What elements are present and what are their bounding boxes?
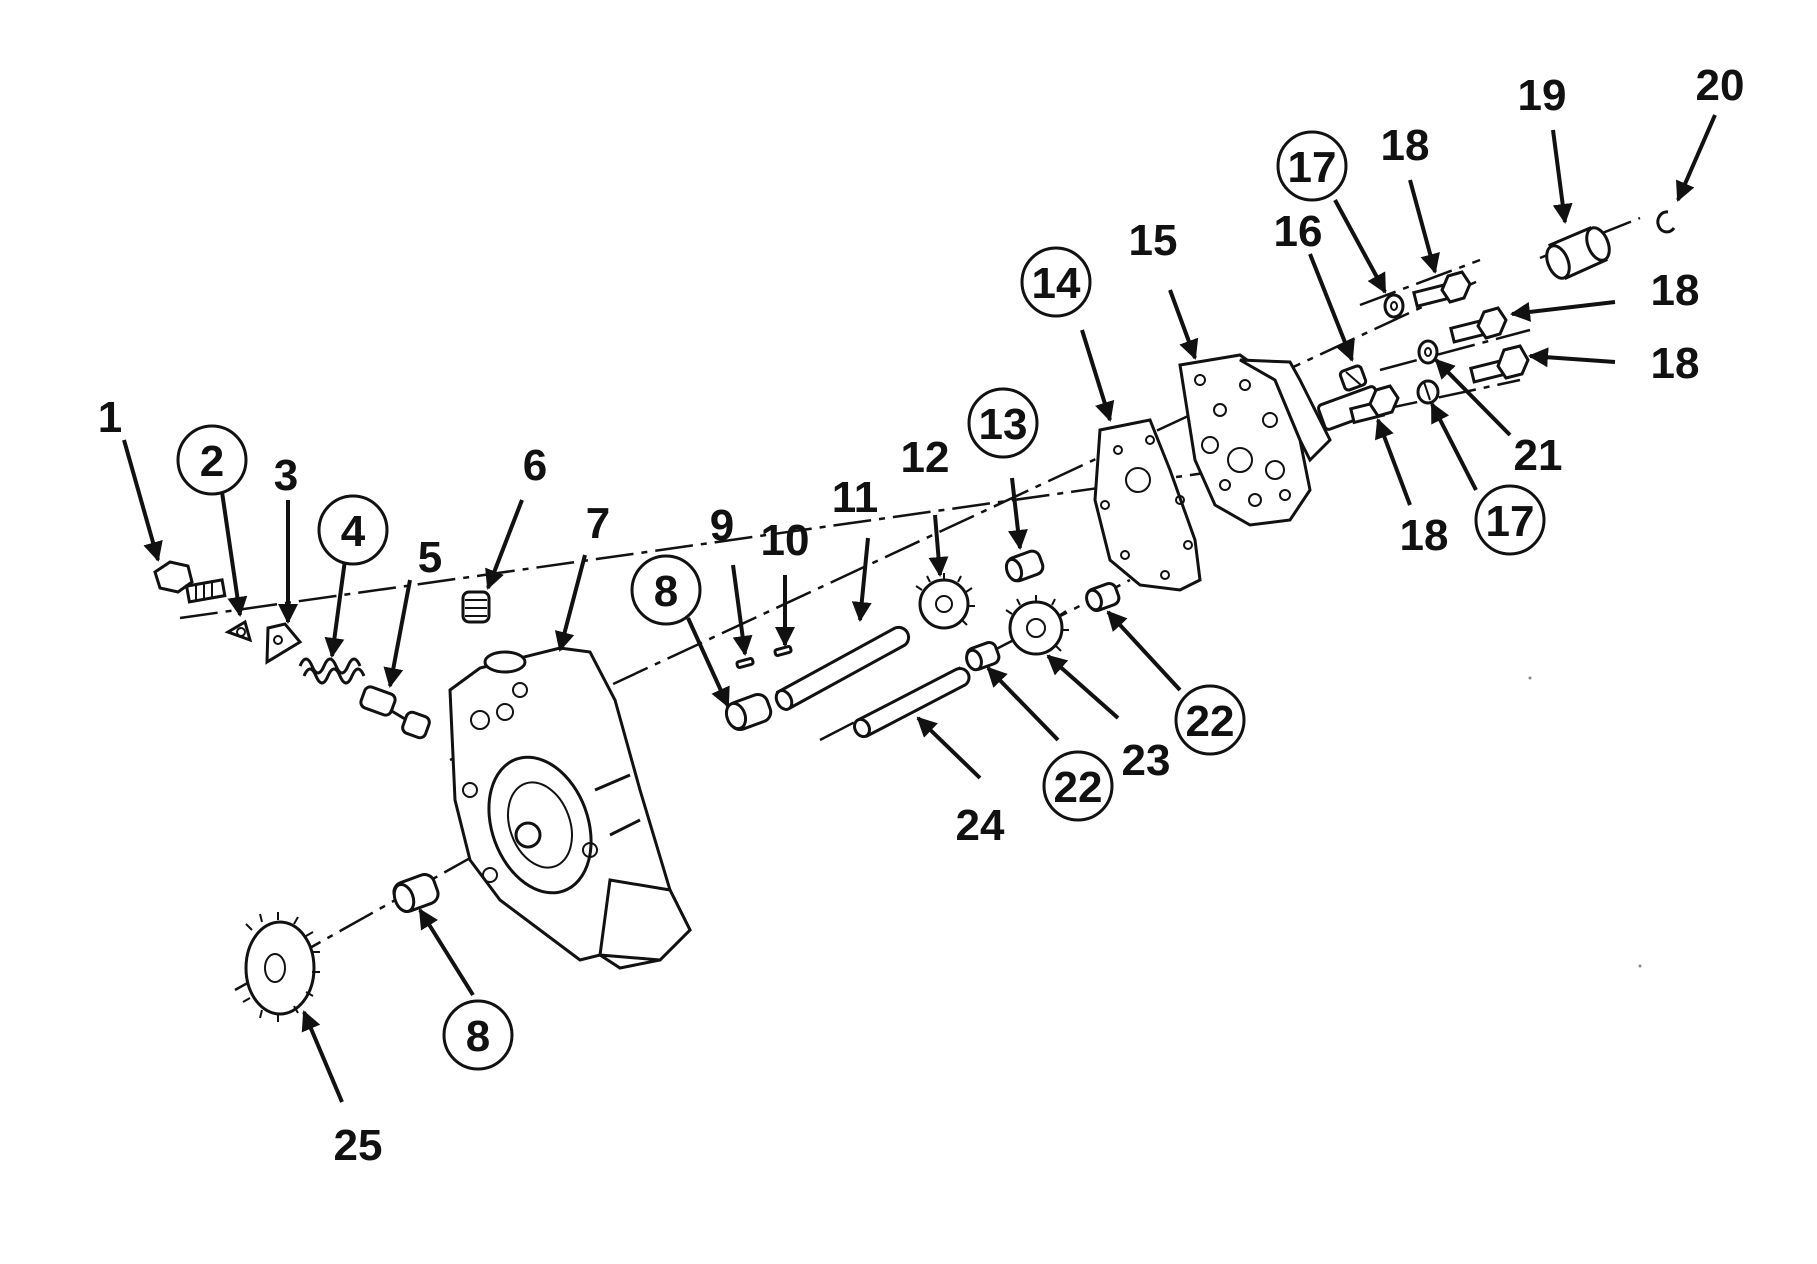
callout-13-ring [967,387,1039,459]
callout-8-ring [630,554,702,626]
callout-22-lower: 22 [1054,763,1103,812]
callout-21: 21 [1514,431,1563,480]
callout-4: 4 [341,507,366,556]
callout-4-ring [317,494,389,566]
callout-18-right-lower: 18 [1651,339,1700,388]
part-14-gasket [1093,418,1202,592]
part-21-washer [1417,339,1439,365]
callout-19: 19 [1518,71,1567,120]
part-18-bolt-lower [1348,384,1400,425]
callout-9: 9 [710,501,734,550]
callout-17-top: 17 [1288,143,1337,192]
callout-1: 1 [98,393,122,442]
part-2-washer [224,619,253,643]
callout-20: 20 [1696,61,1745,110]
part-10-key [773,644,793,658]
callout-17-ring-lower [1474,484,1546,556]
callout-15: 15 [1129,216,1178,265]
callout-18-top: 18 [1381,121,1430,170]
part-23-gear [1005,595,1069,656]
part-6-plug [461,590,491,624]
callout-10: 10 [761,516,810,565]
part-9-key [735,656,755,670]
part-18-bolt-right-upper [1448,306,1508,344]
callout-22-ring-right [1174,684,1246,756]
callout-12: 12 [901,433,950,482]
callout-16: 16 [1274,207,1323,256]
callout-8-lower: 8 [466,1012,490,1061]
callout-2: 2 [200,437,224,486]
part-16-fitting [1338,364,1368,392]
leader-lines [122,114,1717,1103]
part-12-gear [915,573,975,630]
part-8-bushing-upper [724,692,773,732]
part-24-shaft [853,667,971,739]
callout-6: 6 [523,441,547,490]
part-11-shaft [774,625,911,711]
part-8-bushing-lower [392,873,440,914]
part-22-bushing-upper [1085,582,1121,612]
part-7-pump-body [448,646,692,970]
part-25-drive-gear [242,912,320,1022]
callout-8: 8 [654,567,678,616]
callout-13: 13 [979,400,1028,449]
part-1-bolt [153,560,227,604]
part-18-bolt-top [1412,270,1472,308]
callout-17-lower: 17 [1486,497,1535,546]
part-13-bushing [1004,549,1045,583]
callout-22-ring-lower [1042,750,1114,822]
part-3-plate [265,622,303,665]
callout-8-ring-lower [442,999,514,1071]
callout-24: 24 [956,801,1005,850]
callout-14: 14 [1032,259,1081,308]
callout-2-ring [176,424,248,496]
callout-11: 11 [832,473,879,522]
callout-23: 23 [1122,736,1171,785]
callout-7: 7 [586,499,610,548]
scan-specks [1528,676,1642,968]
callouts: 1 2 3 4 5 6 7 8 9 10 11 12 13 14 15 16 1… [98,61,1745,1170]
part-4-spring [298,657,366,685]
part-22-bushing-lower [965,641,1001,672]
callout-14-ring [1020,246,1092,318]
callout-3: 3 [274,451,298,500]
axis-lines [179,216,1641,992]
part-18-bolt-right-lower [1468,344,1530,384]
part-17-washer-lower [1416,379,1440,405]
part-17-washer-top [1383,293,1405,319]
callout-18-lower: 18 [1400,511,1449,560]
part-5-valve [359,685,431,740]
part-20-snap-ring [1656,210,1676,234]
callout-22-right: 22 [1186,697,1235,746]
callout-5: 5 [418,533,442,582]
callout-18-right-upper: 18 [1651,266,1700,315]
callout-25: 25 [334,1121,383,1170]
part-19-sleeve [1545,226,1611,280]
callout-17-ring-top [1276,130,1348,202]
